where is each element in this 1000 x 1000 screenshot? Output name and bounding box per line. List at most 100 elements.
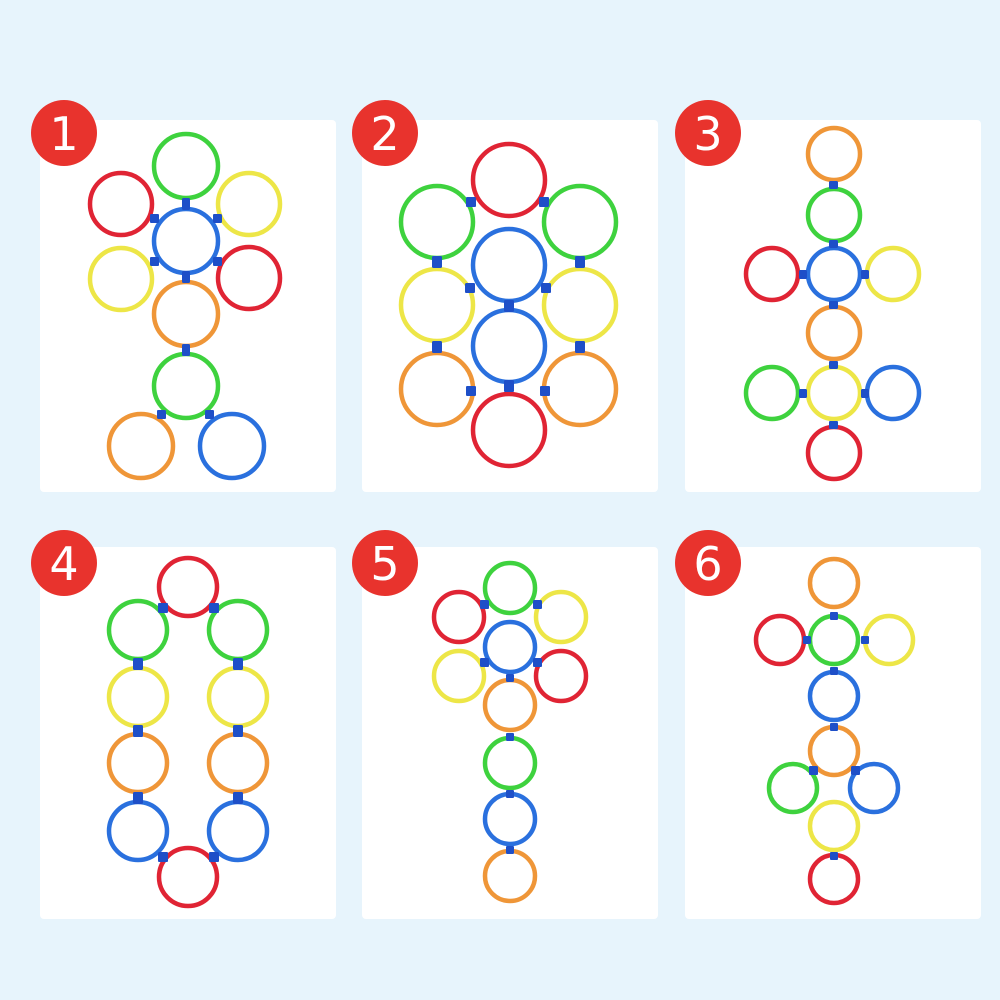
ring-clip	[182, 198, 190, 210]
ring-clip	[829, 240, 838, 248]
number-badge: 3	[675, 100, 741, 166]
ring-clip	[506, 790, 514, 798]
ring-clip	[233, 792, 243, 804]
ring-clip	[829, 301, 838, 309]
ring-clip	[540, 386, 550, 396]
ring-clip	[575, 341, 585, 353]
ring-clip	[506, 846, 514, 854]
ring-clip	[465, 283, 475, 293]
ring-red-bottom	[470, 391, 548, 469]
number-badge: 1	[31, 100, 97, 166]
ring-clip	[158, 603, 168, 613]
panel-6: 6	[675, 530, 981, 919]
panel-2: 2	[352, 100, 658, 492]
ring-clip	[150, 257, 159, 266]
ring-clip	[830, 852, 838, 860]
ring-clip	[205, 410, 214, 419]
ring-clip	[799, 389, 807, 398]
ring-clip	[829, 421, 838, 429]
ring-yellow-flower-upper-right	[533, 589, 589, 645]
panel-number: 2	[370, 107, 399, 161]
number-badge: 6	[675, 530, 741, 596]
panel-1: 1	[31, 100, 336, 492]
ring-clip	[861, 389, 869, 398]
panel-number: 3	[693, 107, 722, 161]
ring-blue-arm-right-2	[847, 761, 901, 815]
ring-blue-foot-right	[197, 411, 267, 481]
ring-clip	[182, 271, 190, 283]
ring-orange-column-1	[807, 556, 861, 610]
ring-clip	[213, 214, 222, 223]
number-badge: 5	[352, 530, 418, 596]
ring-clip	[803, 636, 811, 644]
ring-clip	[829, 181, 838, 189]
ring-clip	[480, 658, 489, 667]
number-badge: 4	[31, 530, 97, 596]
panel-card	[685, 547, 981, 919]
badge-circle	[31, 530, 97, 596]
ring-red-arm-left-1	[743, 245, 801, 303]
ring-red-bottom	[156, 845, 220, 909]
ring-clip	[539, 197, 549, 207]
panel-number: 4	[49, 537, 78, 591]
ring-red-flower-upper-left	[431, 589, 487, 645]
ring-blue-flower-center	[482, 619, 538, 675]
ring-clip	[829, 361, 838, 369]
ring-clip	[506, 674, 514, 682]
panel-number: 5	[370, 537, 399, 591]
ring-clip	[233, 658, 243, 670]
ring-yellow-flower-lower-left	[87, 245, 155, 313]
ring-clip	[851, 766, 860, 775]
ring-clip	[150, 214, 159, 223]
ring-clip	[799, 270, 807, 279]
ring-yellow-flower-upper-right	[215, 170, 283, 238]
ring-orange-column-1	[805, 125, 863, 183]
ring-yellow-column-5	[807, 799, 861, 853]
ring-clip	[432, 341, 442, 353]
ring-clip	[575, 256, 585, 268]
ring-clip	[209, 603, 219, 613]
ring-green-arm-left-2	[766, 761, 820, 815]
panel-3: 3	[675, 100, 981, 492]
ring-clip	[158, 852, 168, 862]
ring-clip	[504, 380, 514, 392]
panel-5: 5	[352, 530, 658, 919]
ring-clip	[133, 792, 143, 804]
panels: 1 2 3 4 5 6	[31, 100, 981, 919]
ring-red-top	[470, 141, 548, 219]
ring-clip	[504, 300, 514, 312]
ring-red-flower-lower-right	[215, 244, 283, 312]
number-badge: 2	[352, 100, 418, 166]
badge-circle	[352, 530, 418, 596]
ring-clip	[133, 725, 143, 737]
ring-clip	[213, 257, 222, 266]
badge-circle	[352, 100, 418, 166]
panel-number: 6	[693, 537, 722, 591]
ring-clip	[480, 600, 489, 609]
badge-circle	[675, 530, 741, 596]
ring-clip	[157, 410, 166, 419]
ring-orange-foot-left	[106, 411, 176, 481]
ring-red-flower-upper-left	[87, 170, 155, 238]
badge-circle	[675, 100, 741, 166]
ring-yellow-flower-lower-left	[431, 648, 487, 704]
ring-clip	[861, 270, 869, 279]
ring-clip	[432, 256, 442, 268]
panel-4: 4	[31, 530, 336, 919]
ring-clip	[466, 197, 476, 207]
ring-clip	[233, 725, 243, 737]
ring-clip	[506, 733, 514, 741]
ring-clip	[541, 283, 551, 293]
ring-clip	[830, 723, 838, 731]
ring-clip	[533, 600, 542, 609]
panel-number: 1	[49, 107, 78, 161]
ring-green-flower-top	[482, 560, 538, 616]
panel-card	[40, 547, 336, 919]
badge-circle	[31, 100, 97, 166]
ring-clip	[861, 636, 869, 644]
ring-clip	[830, 667, 838, 675]
ring-green-arm-left-2	[743, 364, 801, 422]
ring-clip	[182, 344, 190, 356]
ring-clip	[209, 852, 219, 862]
